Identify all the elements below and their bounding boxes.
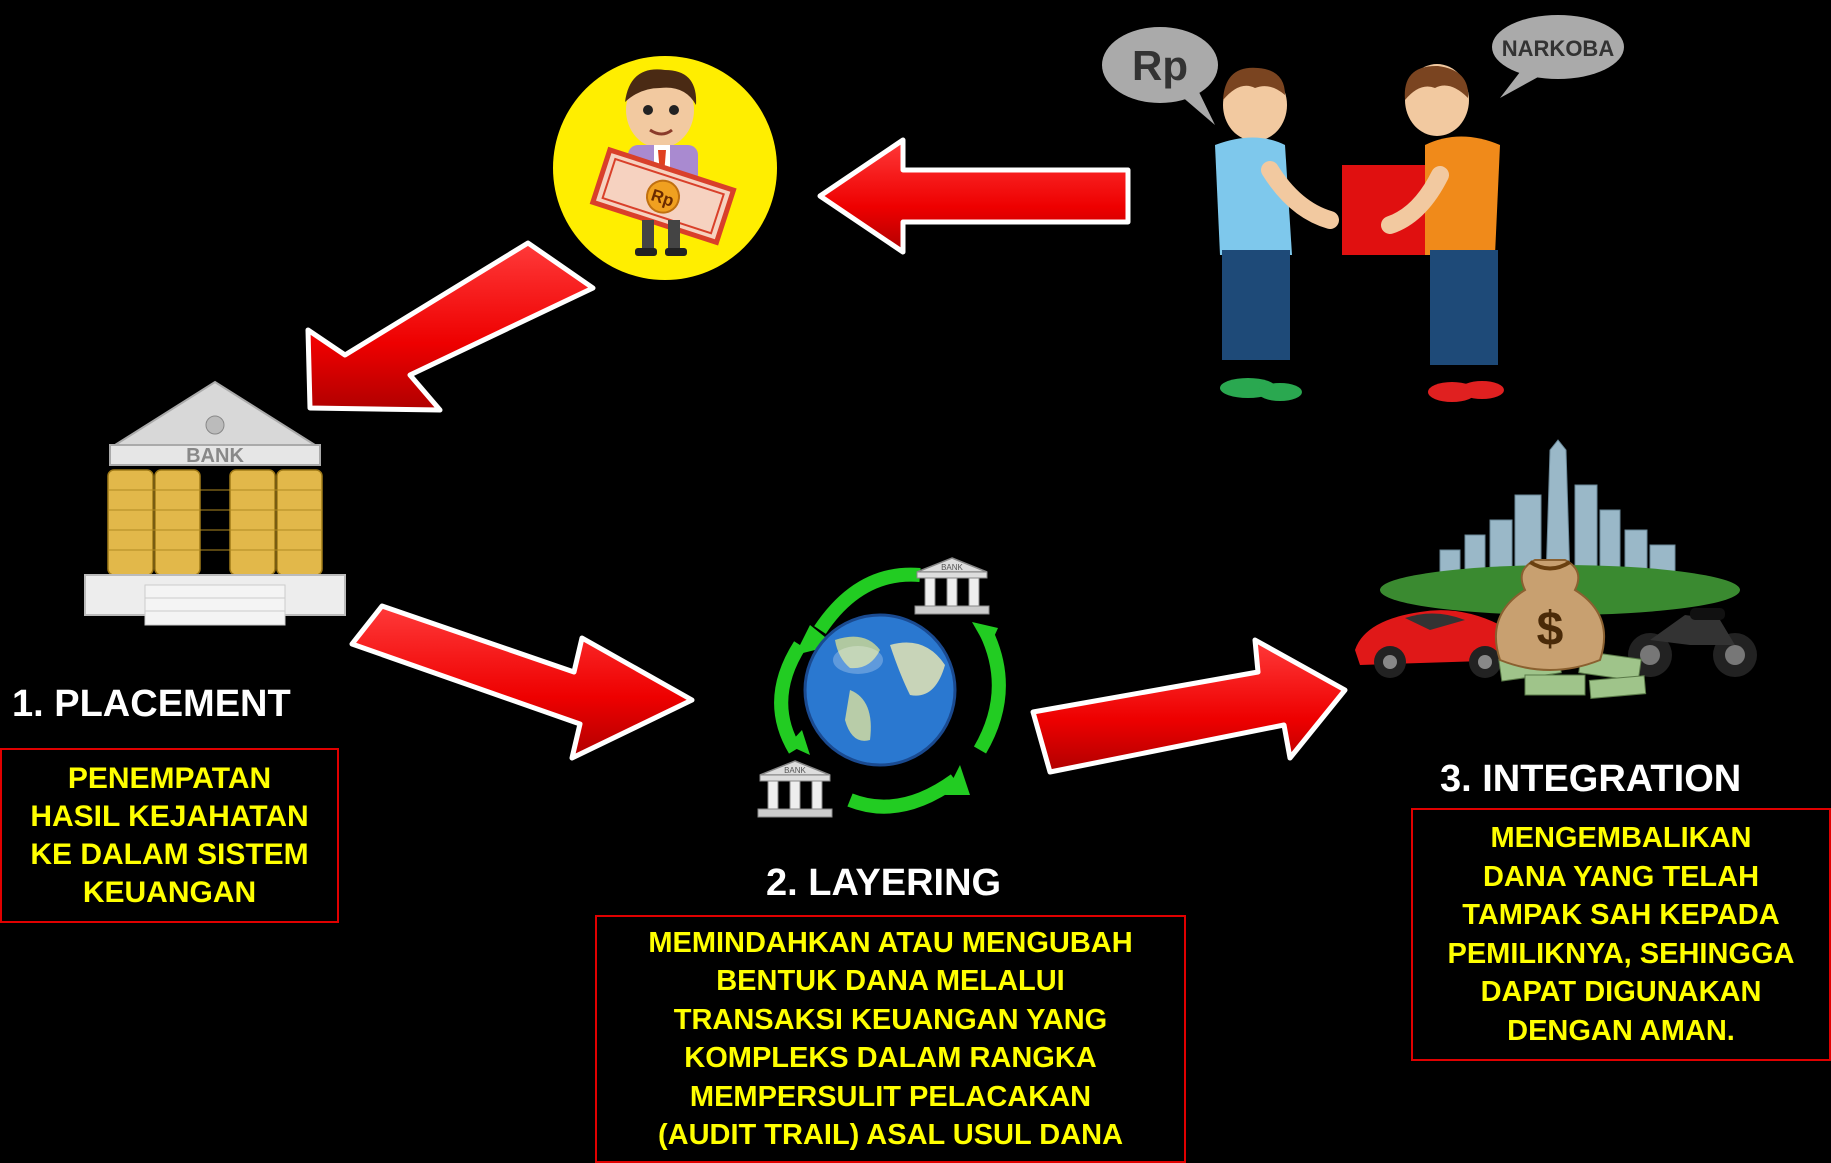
wealth-assets-icon: $ xyxy=(1355,439,1757,699)
buyer-speech-text: NARKOBA xyxy=(1502,36,1615,61)
criminal-speech-text: Rp xyxy=(1132,42,1188,89)
arrow-holder-to-bank xyxy=(305,240,596,413)
bank-label: BANK xyxy=(186,445,244,467)
small-bank-icon-2: BANK xyxy=(757,760,833,818)
stage-title-placement: 1. PLACEMENT xyxy=(12,683,291,725)
stage-desc-integration: MENGEMBALIKAN DANA YANG TELAH TAMPAK SAH… xyxy=(1411,808,1831,1061)
stage-desc-layering: MEMINDAHKAN ATAU MENGUBAH BENTUK DANA ME… xyxy=(595,915,1186,1163)
small-bank-icon-1: BANK xyxy=(914,557,990,615)
stage-desc-placement: PENEMPATAN HASIL KEJAHATAN KE DALAM SIST… xyxy=(0,748,339,923)
bank-icon: BANK xyxy=(84,380,346,626)
stage-desc-placement-text: PENEMPATAN HASIL KEJAHATAN KE DALAM SIST… xyxy=(30,761,309,909)
globe-cycle-icon: BANK BANK xyxy=(757,557,1006,818)
stage-desc-layering-text: MEMINDAHKAN ATAU MENGUBAH BENTUK DANA ME… xyxy=(648,926,1133,1152)
arrow-deal-to-holder xyxy=(817,137,1131,255)
arrow-placement-to-layering xyxy=(349,603,695,761)
svg-text:BANK: BANK xyxy=(941,563,963,572)
stage-title-layering: 2. LAYERING xyxy=(766,862,1002,904)
svg-text:BANK: BANK xyxy=(784,766,806,775)
handshake-drug-deal-icon: Rp NARKOBA xyxy=(1102,15,1624,402)
stage-title-integration: 3. INTEGRATION xyxy=(1440,758,1742,800)
money-holder-icon: Rp xyxy=(553,56,777,280)
stage-desc-integration-text: MENGEMBALIKAN DANA YANG TELAH TAMPAK SAH… xyxy=(1447,822,1795,1047)
money-bag-symbol: $ xyxy=(1537,603,1564,656)
